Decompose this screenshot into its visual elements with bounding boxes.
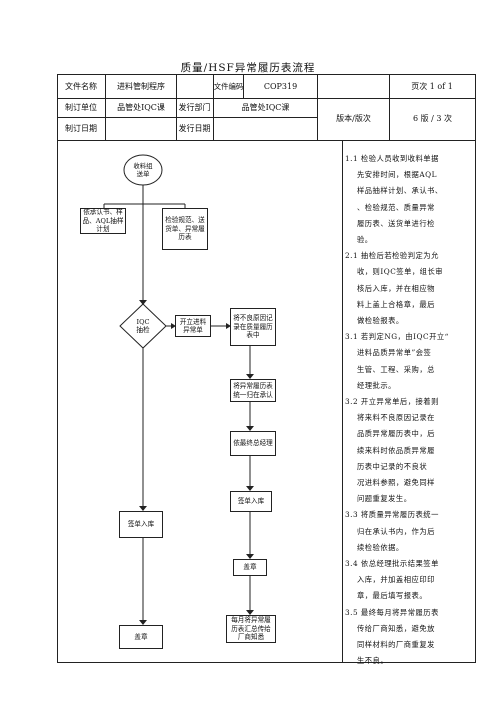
- table-border: [57, 662, 476, 663]
- procedure-line: 3.2 开立异常单后，接着则: [345, 397, 439, 407]
- procedure-line: 2.1 抽检后若检验判定为允: [345, 251, 439, 261]
- records-node: 检验规范、送货单、异常履历表: [162, 208, 208, 250]
- procedure-line: 续检验依据。: [345, 542, 404, 552]
- procedure-line: 收，则IQC签单，组长审: [345, 267, 444, 277]
- procedure-line: 章，最后填写报表。: [345, 591, 428, 601]
- sign-store-right-node: 签单入库: [230, 491, 272, 512]
- procedure-line: 做检验报表。: [345, 316, 404, 326]
- procedure-line: 3.3 将质量异常履历表统一: [345, 510, 439, 520]
- sign-store-left-node: 签单入库: [119, 511, 163, 538]
- procedure-line: 经理批示。: [345, 380, 396, 390]
- table-border: [57, 74, 475, 75]
- drafter-value: 品管处IQC课: [117, 102, 165, 112]
- file-code-label: 文件编码: [213, 81, 244, 91]
- draft-date-label: 制订日期: [65, 123, 97, 133]
- table-border: [57, 140, 475, 141]
- procedure-line: 问题重复发生。: [345, 494, 412, 504]
- table-border: [105, 74, 106, 140]
- document-title: 质量/HSF异常履历表流程: [180, 62, 316, 74]
- procedure-line: 先安排时间，根据AQL: [345, 170, 437, 180]
- version-label: 版本/版次: [336, 114, 371, 123]
- table-border: [317, 74, 318, 140]
- page-indicator: 页次 1 of 1: [411, 81, 453, 91]
- merge-history-node: 将异常履历表统一归在承认: [230, 379, 276, 402]
- procedure-line: 续来料时依品质异常履: [345, 445, 435, 455]
- table-border: [389, 74, 390, 140]
- stamp-left-node: 盖章: [119, 625, 163, 649]
- procedure-line: 同样材料的厂商重复发: [345, 640, 435, 650]
- procedure-line: 进料品质异常单”会签: [345, 348, 432, 358]
- decision-node: IQC 抽检: [136, 317, 150, 335]
- procedure-line: 样品抽样计划、承认书、: [345, 186, 443, 196]
- procedure-line: 入库，并加盖相应印印: [345, 575, 435, 585]
- procedure-line: 1.1 检验人员收到收料单据: [345, 154, 439, 163]
- issuer-label: 发行部门: [178, 102, 211, 112]
- gm-approve-node: 依最终总经理: [230, 431, 276, 456]
- record-history-node: 将不良原因记录在质量履历表中: [230, 308, 276, 346]
- procedure-line: 3.5 最终每月将异常履历表: [345, 607, 439, 617]
- procedure-line: 将来料不良原因记录在: [345, 413, 435, 423]
- procedure-line: 归在承认书内，作为后: [345, 526, 435, 536]
- procedure-text: 1.1 检验人员收到收料单据 先安排时间，根据AQL 样品抽样计划、承认书、 、…: [345, 151, 449, 670]
- issue-date-label: 发行日期: [178, 123, 211, 133]
- table-border: [342, 140, 343, 662]
- basis-node: 依承认书、样品、AQL抽样计划: [80, 208, 126, 234]
- procedure-line: 3.4 依总经理批示结果签单: [345, 559, 439, 569]
- file-name-label: 文件名称: [65, 81, 97, 91]
- procedure-line: 品质异常履历表中，后: [345, 429, 435, 439]
- file-name-value: 进料管制程序: [117, 81, 165, 91]
- procedure-line: 料上盖上合格章，最后: [345, 299, 435, 309]
- procedure-line: 验。: [345, 235, 373, 245]
- file-code-value: COP319: [263, 81, 298, 91]
- table-border: [176, 74, 177, 140]
- procedure-line: 况进料参照，避免同样: [345, 478, 435, 488]
- table-border: [57, 98, 475, 99]
- start-node: 收料组 送单: [133, 161, 153, 179]
- table-border: [243, 74, 244, 98]
- version-value: 6 版 / 3 次: [412, 114, 453, 123]
- table-border: [213, 74, 214, 140]
- procedure-line: 传给厂商知悉，避免放: [345, 623, 435, 633]
- stamp-right-node: 盖章: [233, 559, 267, 576]
- procedure-line: 历表中记录的不良状: [345, 461, 428, 471]
- procedure-line: 生不良。: [345, 656, 389, 666]
- open-sheet-node: 开立进料 异常单: [175, 315, 211, 337]
- table-border: [57, 117, 317, 118]
- procedure-line: 3.1 若判定NG，由IQC开立“: [345, 332, 449, 342]
- drafter-label: 制订单位: [65, 102, 97, 112]
- procedure-line: 履历表、送货单进行检: [345, 218, 435, 228]
- table-border: [475, 74, 476, 662]
- procedure-line: 核后入库，并在相应物: [345, 283, 435, 293]
- issuer-value: 品管处IQC课: [241, 102, 290, 112]
- monthly-summary-node: 每月将异常履历表汇总传给厂商知悉: [226, 615, 276, 643]
- procedure-line: 生管、工程、采购，总: [345, 364, 435, 374]
- table-border: [57, 74, 58, 662]
- procedure-line: 、检验规范、质量异常: [345, 202, 435, 212]
